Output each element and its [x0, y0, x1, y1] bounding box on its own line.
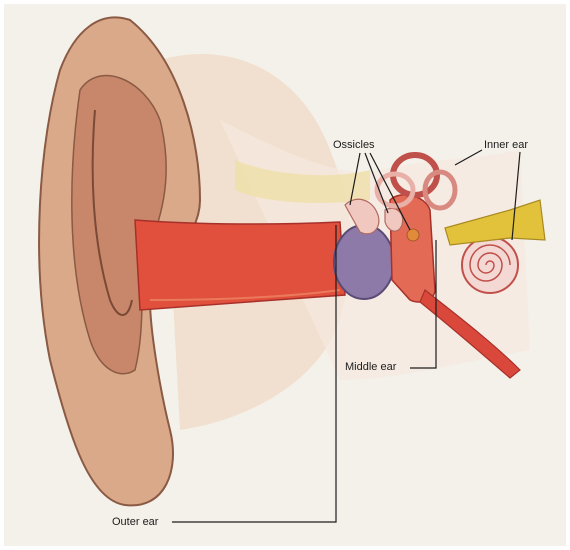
eardrum: [334, 225, 394, 299]
label-outer-ear: Outer ear: [112, 516, 158, 529]
ear-canal: [135, 220, 345, 310]
label-ossicles: Ossicles: [333, 139, 375, 152]
label-middle-ear: Middle ear: [345, 361, 396, 374]
stapes: [407, 229, 419, 241]
label-inner-ear: Inner ear: [484, 139, 528, 152]
